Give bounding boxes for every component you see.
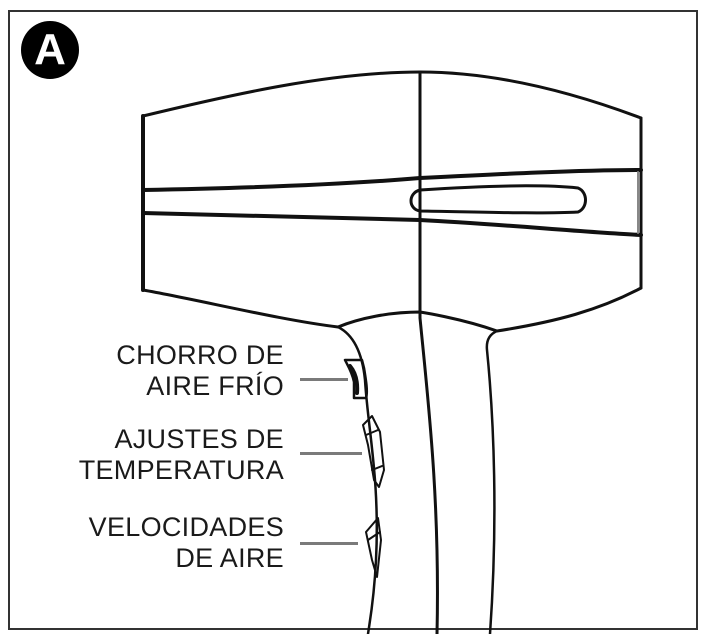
label-line: AIRE FRÍO: [146, 371, 284, 401]
slot: [409, 184, 587, 215]
leader-line-air-speeds: [300, 542, 358, 545]
speed-switch: [365, 517, 382, 578]
label-line: CHORRO DE: [116, 340, 284, 370]
barrel-outline: [141, 70, 643, 333]
label-line: TEMPERATURA: [78, 455, 284, 485]
label-line: AJUSTES DE: [114, 424, 284, 454]
label-air-speeds: VELOCIDADES DE AIRE: [89, 512, 284, 574]
label-temperature-settings: AJUSTES DE TEMPERATURA: [79, 424, 284, 486]
handle-left-edge: [336, 325, 379, 634]
center-seam: [418, 70, 439, 634]
leader-line-temperature: [300, 452, 362, 455]
band-bottom: [141, 211, 643, 237]
figure-frame: [8, 10, 698, 630]
label-line: VELOCIDADES: [88, 512, 284, 542]
handle-right-edge: [485, 329, 499, 634]
leader-line-cool-shot: [300, 378, 348, 381]
label-line: DE AIRE: [175, 543, 284, 573]
label-cool-shot: CHORRO DE AIRE FRÍO: [116, 340, 284, 402]
band-top: [141, 168, 643, 192]
figure-badge: A: [21, 21, 79, 79]
temperature-switch: [362, 415, 385, 488]
